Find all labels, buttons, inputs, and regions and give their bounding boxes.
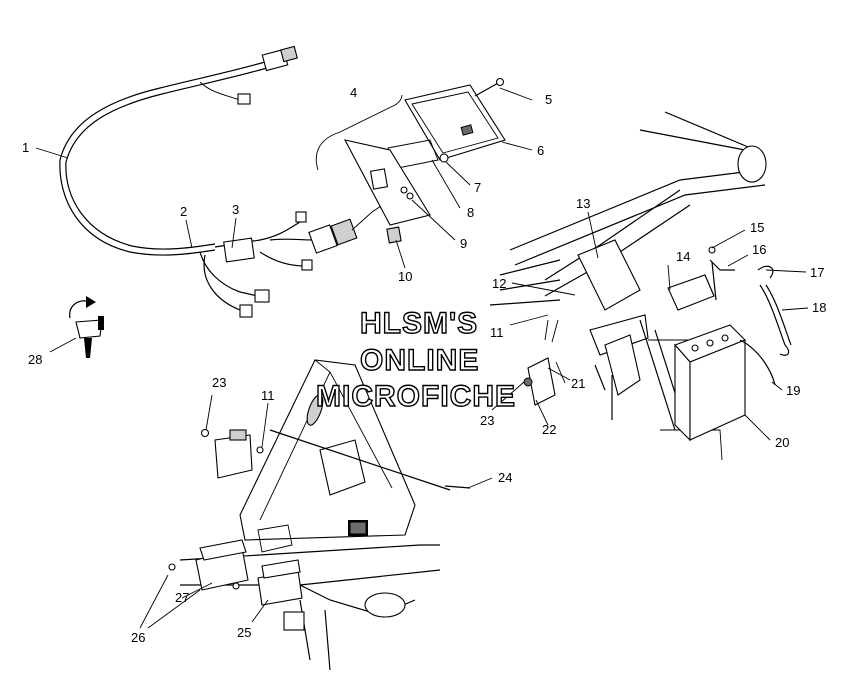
callout-17: 17 [810, 265, 824, 280]
callout-26: 26 [131, 630, 145, 645]
watermark-line-3: MICROFICHE [316, 380, 516, 413]
callout-11-right: 11 [490, 325, 504, 340]
callout-8: 8 [467, 205, 474, 220]
electrical-mounting-plate [168, 359, 471, 671]
callout-12: 12 [492, 276, 506, 291]
callout-22: 22 [542, 422, 556, 437]
callout-25: 25 [237, 625, 251, 640]
wire-harness [59, 45, 399, 318]
callout-14: 14 [676, 249, 690, 264]
direction-arrow-icon [69, 296, 104, 358]
relay-assembly [523, 319, 571, 406]
callout-23-left: 23 [212, 375, 226, 390]
battery [667, 246, 792, 442]
leader-lines [35, 87, 809, 629]
callout-15: 15 [750, 220, 764, 235]
callout-3: 3 [232, 202, 239, 217]
watermark: HLSM'S ONLINE MICROFICHE [315, 306, 516, 413]
watermark-line-1: HLSM'S [360, 307, 478, 340]
callout-labels: 1 2 3 4 5 6 7 8 9 10 11 12 13 14 15 16 1… [22, 85, 826, 645]
callout-19: 19 [786, 383, 800, 398]
watermark-line-2: ONLINE [360, 344, 479, 377]
callout-24: 24 [498, 470, 512, 485]
callout-20: 20 [775, 435, 789, 450]
callout-13: 13 [576, 196, 590, 211]
callout-1: 1 [22, 140, 29, 155]
callout-18: 18 [812, 300, 826, 315]
callout-28: 28 [28, 352, 42, 367]
callout-27: 27 [175, 590, 189, 605]
callout-16: 16 [752, 242, 766, 257]
callout-9: 9 [460, 236, 467, 251]
callout-7: 7 [474, 180, 481, 195]
callout-5: 5 [545, 92, 552, 107]
callout-2: 2 [180, 204, 187, 219]
callout-6: 6 [537, 143, 544, 158]
tail-light-assembly [315, 77, 506, 244]
rear-frame [489, 111, 767, 461]
callout-23-right: 23 [480, 413, 494, 428]
callout-11-left: 11 [261, 388, 275, 403]
callout-21: 21 [571, 376, 585, 391]
callout-10: 10 [398, 269, 412, 284]
callout-4: 4 [350, 85, 357, 100]
